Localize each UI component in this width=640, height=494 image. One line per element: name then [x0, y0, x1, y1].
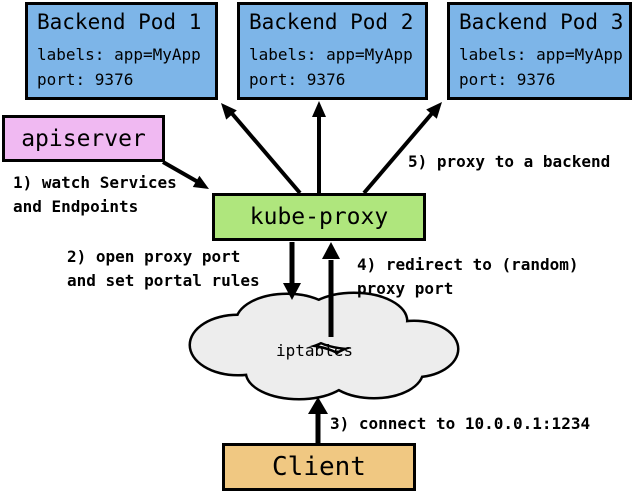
apiserver-box: apiserver	[2, 115, 165, 162]
backend-pod-2-title: Backend Pod 2	[249, 10, 414, 34]
client-box: Client	[222, 443, 416, 491]
backend-pod-1-title: Backend Pod 1	[37, 10, 202, 34]
arrow-client-to-iptables	[308, 397, 328, 443]
backend-pod-1-box: Backend Pod 1 labels: app=MyApp port: 93…	[25, 2, 218, 100]
annotation-step3: 3) connect to 10.0.0.1:1234	[330, 412, 590, 436]
backend-pod-3-box: Backend Pod 3 labels: app=MyApp port: 93…	[447, 2, 632, 100]
arrow-apiserver-to-kubeproxy	[162, 160, 209, 189]
annotation-step5-line1: 5) proxy to a backend	[408, 152, 611, 171]
annotation-step1-line2: and Endpoints	[13, 197, 139, 216]
arrow-kubeproxy-to-iptables	[283, 242, 301, 300]
annotation-step2-line1: 2) open proxy port	[67, 247, 241, 266]
backend-pod-3-labels: labels: app=MyApp	[459, 45, 623, 64]
arrow-kubeproxy-to-pod2	[312, 101, 326, 193]
annotation-step2: 2) open proxy port and set portal rules	[67, 245, 260, 293]
backend-pod-1-port: port: 9376	[37, 70, 134, 89]
apiserver-label: apiserver	[21, 125, 146, 152]
kube-proxy-box: kube-proxy	[212, 193, 426, 241]
backend-pod-3-port: port: 9376	[459, 70, 556, 89]
backend-pod-2-labels: labels: app=MyApp	[249, 45, 413, 64]
client-label: Client	[272, 452, 366, 482]
kube-proxy-label: kube-proxy	[249, 204, 389, 230]
annotation-step3-line1: 3) connect to 10.0.0.1:1234	[330, 414, 591, 433]
iptables-cloud-fill	[191, 294, 457, 398]
annotation-step4-line1: 4) redirect to (random)	[357, 255, 579, 274]
arrow-iptables-to-kubeproxy	[322, 242, 340, 337]
iptables-label: iptables	[276, 341, 354, 360]
backend-pod-2-box: Backend Pod 2 labels: app=MyApp port: 93…	[237, 2, 428, 100]
annotation-step4: 4) redirect to (random) proxy port	[357, 253, 579, 301]
arrow-kubeproxy-to-pod1	[221, 103, 302, 195]
arrow-kubeproxy-to-pod3	[362, 102, 442, 195]
backend-pod-1-labels: labels: app=MyApp	[37, 45, 201, 64]
backend-pod-2-port: port: 9376	[249, 70, 346, 89]
annotation-step2-line2: and set portal rules	[67, 271, 260, 290]
backend-pod-3-title: Backend Pod 3	[459, 10, 624, 34]
annotation-step1-line1: 1) watch Services	[13, 173, 177, 192]
annotation-step4-line2: proxy port	[357, 279, 454, 298]
annotation-step5: 5) proxy to a backend	[408, 150, 610, 174]
annotation-step1: 1) watch Services and Endpoints	[13, 171, 177, 219]
